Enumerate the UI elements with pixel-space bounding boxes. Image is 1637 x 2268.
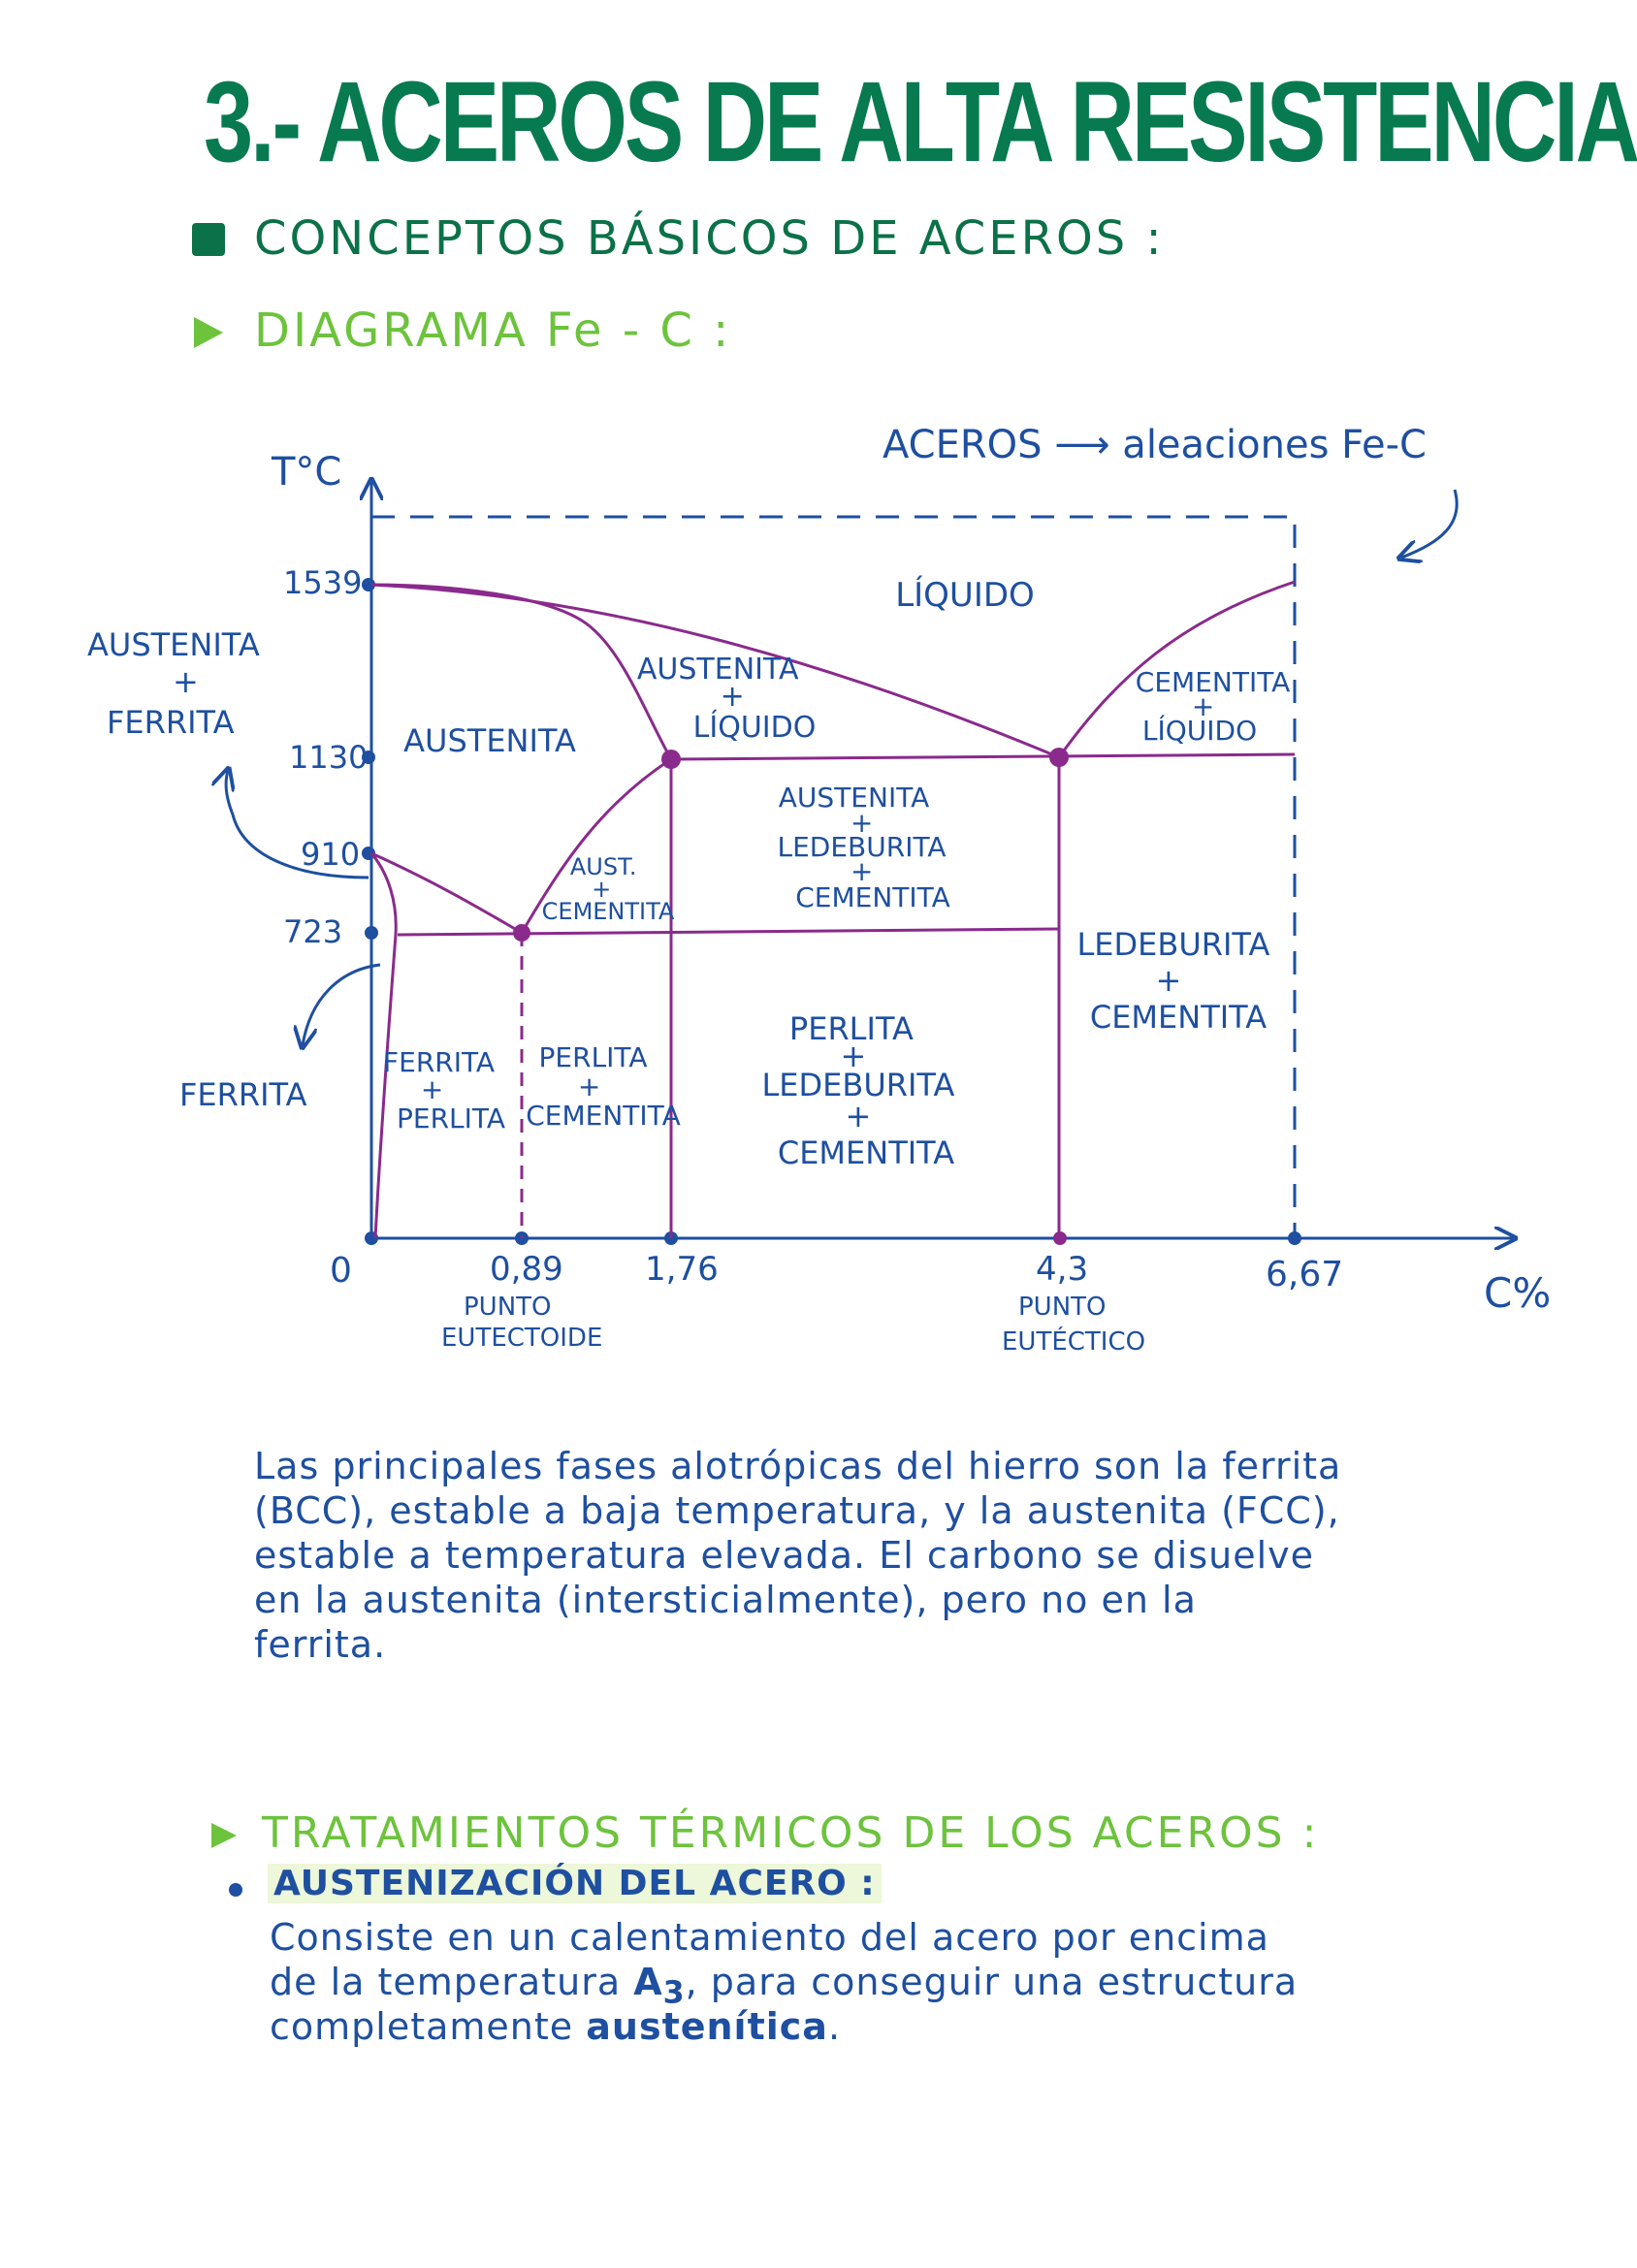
paragraph-line-1: Las principales fases alotrópicas del hi… <box>254 1445 1342 1487</box>
region-liquido: LÍQUIDO <box>895 575 1035 615</box>
bullet-dot-icon <box>229 1883 242 1897</box>
dashed-boundary <box>371 515 1297 1238</box>
page-title: 3.- ACEROS DE ALTA RESISTENCIA <box>204 58 1637 186</box>
eutectoid-line <box>397 927 1060 937</box>
y-tick-dot <box>362 578 375 591</box>
region-aust-liq: AUSTENITA + LÍQUIDO <box>637 653 816 745</box>
y-tick-1539: 1539 <box>283 564 362 601</box>
arrow-ferrita <box>303 963 381 1045</box>
square-bullet-icon <box>192 223 225 256</box>
region-aust-cem: AUST. + CEMENTITA <box>542 853 675 925</box>
y-tick-1130: 1130 <box>289 739 368 776</box>
solidus-line <box>520 757 672 934</box>
label-eutectico: EUTÉCTICO <box>1002 1326 1145 1357</box>
liquidus-left <box>370 583 673 760</box>
ferrite-boundary <box>369 852 398 1239</box>
liquidus-right <box>1057 580 1296 758</box>
y-tick-dot <box>365 926 378 940</box>
eutectic-line <box>670 752 1296 761</box>
paragraph-line-3: estable a temperatura elevada. El carbon… <box>254 1534 1315 1577</box>
bullet-heading: AUSTENIZACIÓN DEL ACERO : <box>268 1864 882 1903</box>
heading-highlight: AUSTENIZACIÓN DEL ACERO : <box>268 1864 882 1903</box>
eutectoid-point <box>513 924 530 942</box>
a3-symbol: A3 <box>633 1961 686 2011</box>
fe-c-diagram: ACEROS ⟶ aleaciones Fe-C T°C C% 1539 113… <box>87 423 1551 1357</box>
x-tick-43: 4,3 <box>1036 1250 1088 1289</box>
note-aceros: ACEROS ⟶ aleaciones Fe-C <box>883 423 1427 467</box>
bullet-line-3: completamente austenítica. <box>270 2005 842 2048</box>
region-cem-liq: CEMENTITA + LÍQUIDO <box>1136 666 1299 747</box>
x-axis-label: C% <box>1484 1269 1551 1317</box>
label-punto-2: PUNTO <box>1018 1293 1107 1322</box>
x-tick-089: 0,89 <box>490 1250 563 1289</box>
triangle-bullet-icon <box>211 1823 237 1848</box>
label-punto-1: PUNTO <box>464 1293 552 1322</box>
x-tick-dot <box>1288 1231 1301 1245</box>
region-fer-per: FERRITA + PERLITA <box>383 1046 505 1134</box>
paragraph-line-5: ferrita. <box>254 1623 387 1666</box>
y-tick-dot <box>362 847 375 860</box>
y-tick-dot <box>362 751 375 764</box>
y-tick-910: 910 <box>301 836 360 873</box>
arrow-austenita-ferrita <box>226 771 369 879</box>
label-ferrita: FERRITA <box>179 1076 307 1113</box>
note-arrow <box>1401 489 1459 558</box>
bullet-line-2: de la temperatura A3, para conseguir una… <box>270 1961 1299 2011</box>
x-tick-176: 1,76 <box>645 1250 719 1289</box>
bullet-line-1: Consiste en un calentamiento del acero p… <box>270 1916 1269 1959</box>
y-axis-label: T°C <box>271 450 341 495</box>
paragraph-line-4: en la austenita (intersticialmente), per… <box>254 1579 1197 1621</box>
triangle-bullet-icon <box>194 317 223 348</box>
region-led-cem: LEDEBURITA + CEMENTITA <box>1076 926 1279 1036</box>
label-eutectoide: EUTECTOIDE <box>441 1324 602 1353</box>
x-tick-0: 0 <box>330 1251 352 1291</box>
region-per-led-cem: PERLITA + LEDEBURITA + CEMENTITA <box>761 1010 964 1171</box>
section-heat-treatments: TRATAMIENTOS TÉRMICOS DE LOS ACEROS : <box>262 1808 1320 1858</box>
x-tick-667: 6,67 <box>1266 1255 1343 1294</box>
y-tick-723: 723 <box>283 913 342 950</box>
a3-line <box>370 851 523 935</box>
paragraph-line-2: (BCC), estable a baja temperatura, y la … <box>254 1489 1340 1532</box>
label-austenita-ferrita: AUSTENITA + FERRITA <box>87 626 270 741</box>
region-per-cem: PERLITA + CEMENTITA <box>526 1041 680 1132</box>
region-austenita: AUSTENITA <box>403 722 576 759</box>
eutectic-point <box>1049 748 1069 767</box>
section-fe-c-diagram: DIAGRAMA Fe - C : <box>254 303 732 358</box>
diagram-note: ACEROS ⟶ aleaciones Fe-C <box>883 423 1459 558</box>
region-aust-led-cem: AUSTENITA + LEDEBURITA + CEMENTITA <box>778 782 955 913</box>
section-basic-concepts: CONCEPTOS BÁSICOS DE ACEROS : <box>254 211 1165 266</box>
liquidus-middle <box>370 583 1060 759</box>
point-176 <box>661 750 681 769</box>
austenitica-bold: austenítica <box>586 2005 828 2048</box>
